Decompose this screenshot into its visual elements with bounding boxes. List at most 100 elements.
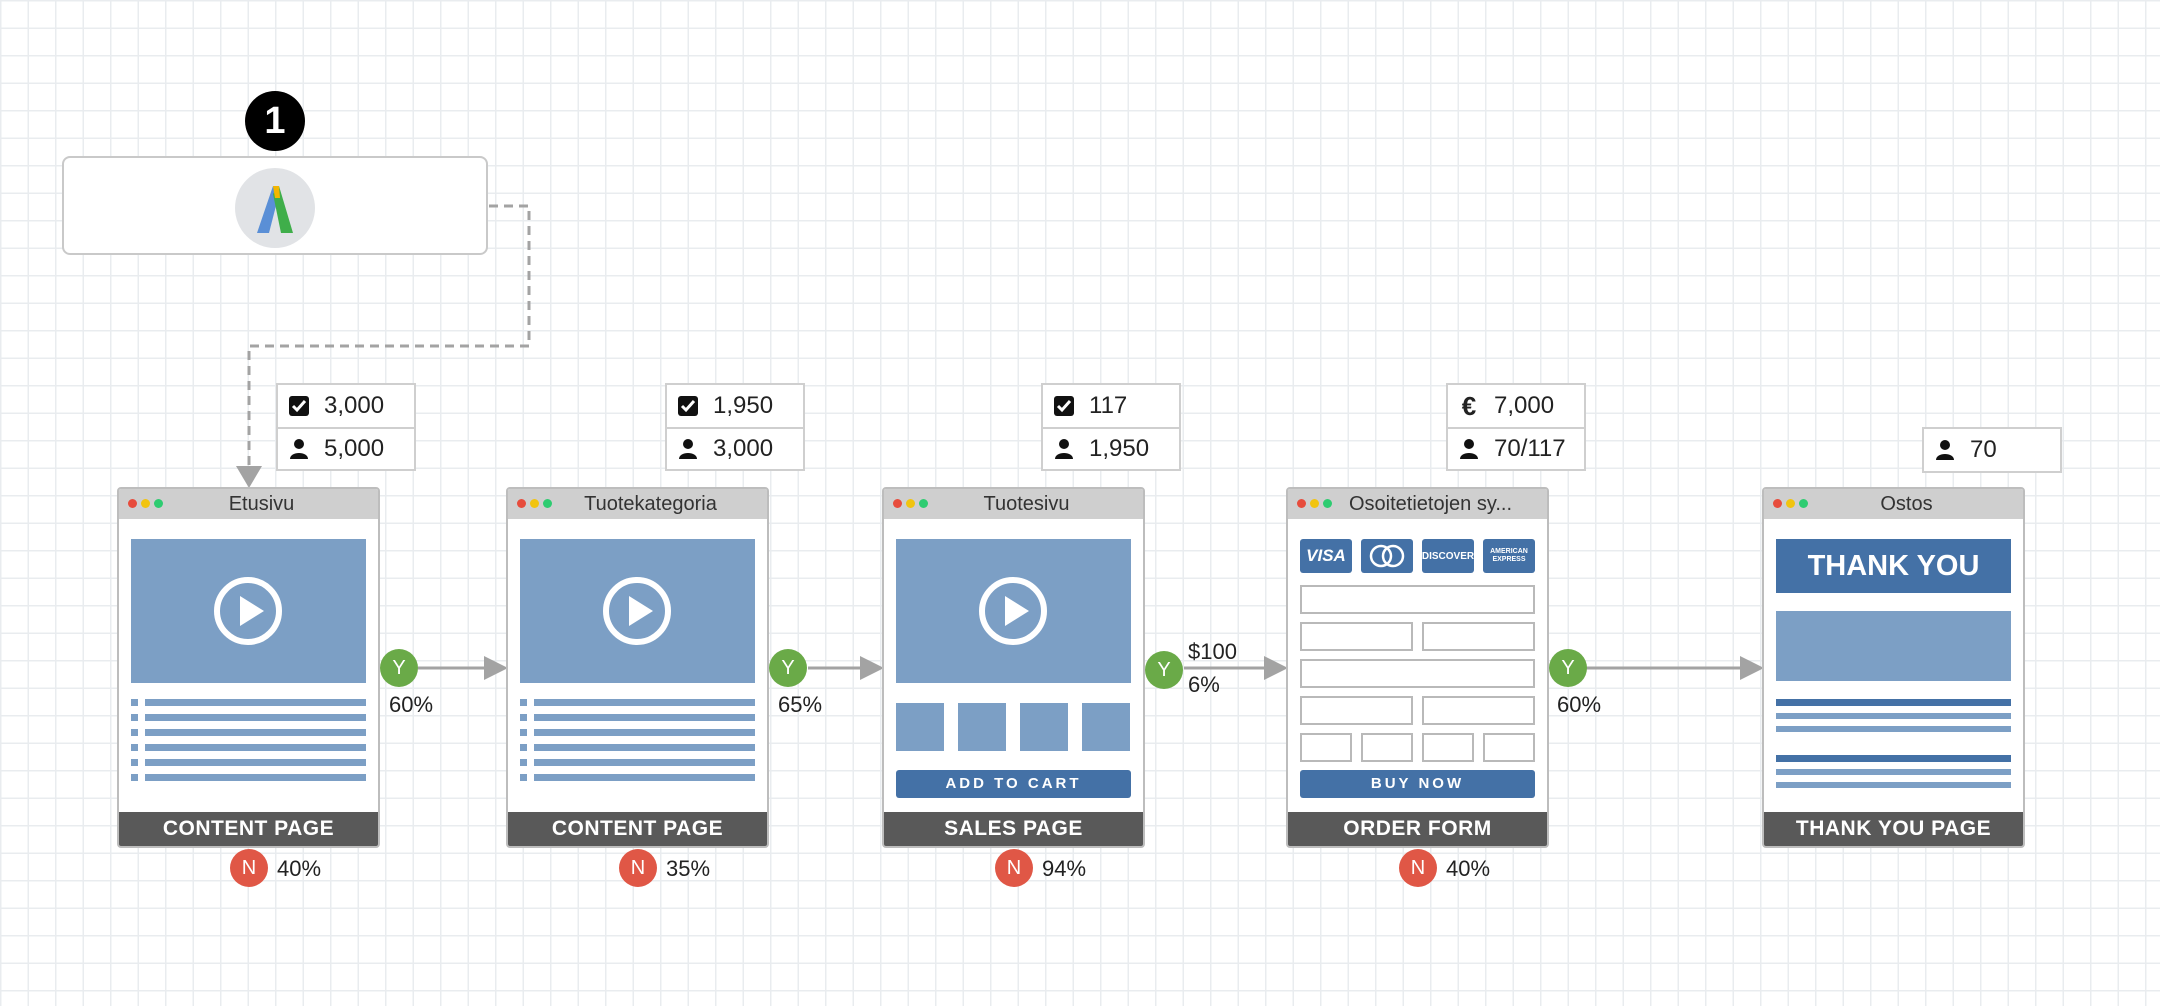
window-titlebar: Ostos xyxy=(1764,489,2023,519)
window-titlebar: Tuotesivu xyxy=(884,489,1143,519)
stat-value: 117 xyxy=(1089,392,1128,419)
buy-now-button[interactable]: BUY NOW xyxy=(1300,770,1535,798)
checkbox-icon xyxy=(675,393,701,419)
page-type-label: ORDER FORM xyxy=(1288,812,1547,846)
arrow-1-head xyxy=(484,656,508,680)
mastercard-icon xyxy=(1361,539,1413,573)
visa-card-icon: VISA xyxy=(1300,539,1352,573)
yes-percentage: 65% xyxy=(778,692,823,717)
window-dot-red xyxy=(128,499,137,508)
zip-field[interactable] xyxy=(1422,696,1535,725)
euro-icon: € xyxy=(1461,390,1477,421)
yes-marker[interactable]: Y xyxy=(1549,649,1587,687)
first-name-field[interactable] xyxy=(1300,622,1413,651)
stats-box-osoitetiedot: € 7,000 70/117 xyxy=(1446,383,1586,471)
yes-percentage: 60% xyxy=(389,692,434,717)
window-dot-green xyxy=(919,499,928,508)
window-titlebar: Osoitetietojen sy... xyxy=(1288,489,1547,519)
window-titlebar: Etusivu xyxy=(119,489,378,519)
thank-you-banner: THANK YOU xyxy=(1776,539,2011,593)
no-percentage: 94% xyxy=(1042,856,1087,881)
window-dot-red xyxy=(517,499,526,508)
source-connector[interactable] xyxy=(247,204,531,474)
page-node-tuotekategoria[interactable]: Tuotekategoria CONTENT PAGE xyxy=(506,487,769,848)
window-dot-red xyxy=(1297,499,1306,508)
stat-row-visitors: 3,000 xyxy=(667,427,803,469)
yes-marker[interactable]: Y xyxy=(769,649,807,687)
stat-value: 3,000 xyxy=(324,392,385,419)
step-number-badge: 1 xyxy=(245,91,305,151)
yes-percentage: 6% xyxy=(1188,672,1220,697)
stat-value: 5,000 xyxy=(324,435,385,462)
stats-box-tuotekategoria: 1,950 3,000 xyxy=(665,383,805,471)
person-icon xyxy=(1051,436,1077,462)
window-dot-green xyxy=(1323,499,1332,508)
stat-row-revenue: € 7,000 xyxy=(1448,385,1584,427)
card-year-field[interactable] xyxy=(1422,733,1474,762)
stat-value: 70 xyxy=(1970,436,1997,463)
stat-value: 3,000 xyxy=(713,435,774,462)
card-cvc-field[interactable] xyxy=(1483,733,1535,762)
stats-box-etusivu: 3,000 5,000 xyxy=(276,383,416,471)
card-number-field[interactable] xyxy=(1300,733,1352,762)
window-dot-green xyxy=(543,499,552,508)
image-placeholder xyxy=(1776,611,2011,681)
stat-row-visitors: 70/117 xyxy=(1448,427,1584,469)
stat-value: 7,000 xyxy=(1494,392,1555,419)
page-title: Ostos xyxy=(1880,493,1933,515)
window-dot-green xyxy=(1799,499,1808,508)
conversion-value: $100 xyxy=(1188,639,1237,664)
stat-row-actions: 117 xyxy=(1043,385,1179,427)
source-connector-arrowhead xyxy=(236,466,262,488)
page-type-label: CONTENT PAGE xyxy=(508,812,767,846)
window-dot-red xyxy=(1773,499,1782,508)
no-percentage: 40% xyxy=(1446,856,1491,881)
city-field[interactable] xyxy=(1300,696,1413,725)
stat-value: 1,950 xyxy=(713,392,774,419)
page-node-ostos[interactable]: Ostos THANK YOU THANK YOU PAGE xyxy=(1762,487,2025,848)
no-marker[interactable]: N xyxy=(1399,849,1437,887)
yes-marker[interactable]: Y xyxy=(1145,651,1183,689)
no-percentage: 40% xyxy=(277,856,322,881)
yes-percentage: 60% xyxy=(1557,692,1602,717)
no-percentage: 35% xyxy=(666,856,711,881)
video-placeholder xyxy=(520,539,755,683)
video-placeholder xyxy=(131,539,366,683)
add-to-cart-button[interactable]: ADD TO CART xyxy=(896,770,1131,798)
person-icon xyxy=(675,436,701,462)
window-dot-red xyxy=(893,499,902,508)
person-icon xyxy=(1932,437,1958,463)
stats-box-ostos: 70 xyxy=(1922,427,2062,473)
page-type-label: CONTENT PAGE xyxy=(119,812,378,846)
page-node-etusivu[interactable]: Etusivu CONTENT PAGE xyxy=(117,487,380,848)
page-type-label: THANK YOU PAGE xyxy=(1764,812,2023,846)
no-marker[interactable]: N xyxy=(230,849,268,887)
street-field[interactable] xyxy=(1300,659,1535,688)
page-node-tuotesivu[interactable]: Tuotesivu ADD TO CART SALES PAGE xyxy=(882,487,1145,848)
last-name-field[interactable] xyxy=(1422,622,1535,651)
play-icon xyxy=(214,577,282,645)
page-title: Tuotekategoria xyxy=(584,493,717,515)
no-marker[interactable]: N xyxy=(995,849,1033,887)
page-title: Tuotesivu xyxy=(983,493,1070,515)
yes-marker[interactable]: Y xyxy=(380,649,418,687)
play-icon xyxy=(979,577,1047,645)
window-dot-yellow xyxy=(141,499,150,508)
checkbox-icon xyxy=(286,393,312,419)
card-month-field[interactable] xyxy=(1361,733,1413,762)
play-icon xyxy=(603,577,671,645)
stat-row-actions: 1,950 xyxy=(667,385,803,427)
window-dot-yellow xyxy=(530,499,539,508)
traffic-source-node[interactable] xyxy=(62,156,488,255)
page-title: Osoitetietojen sy... xyxy=(1348,493,1513,515)
window-dot-yellow xyxy=(1310,499,1319,508)
address-field[interactable] xyxy=(1300,585,1535,614)
person-icon xyxy=(286,436,312,462)
no-marker[interactable]: N xyxy=(619,849,657,887)
page-node-osoitetiedot[interactable]: Osoitetietojen sy... VISA DISCOVER AMERI… xyxy=(1286,487,1549,848)
page-title: Etusivu xyxy=(228,493,295,515)
stat-row-visitors: 1,950 xyxy=(1043,427,1179,469)
stats-box-tuotesivu: 117 1,950 xyxy=(1041,383,1181,471)
person-icon xyxy=(1456,436,1482,462)
